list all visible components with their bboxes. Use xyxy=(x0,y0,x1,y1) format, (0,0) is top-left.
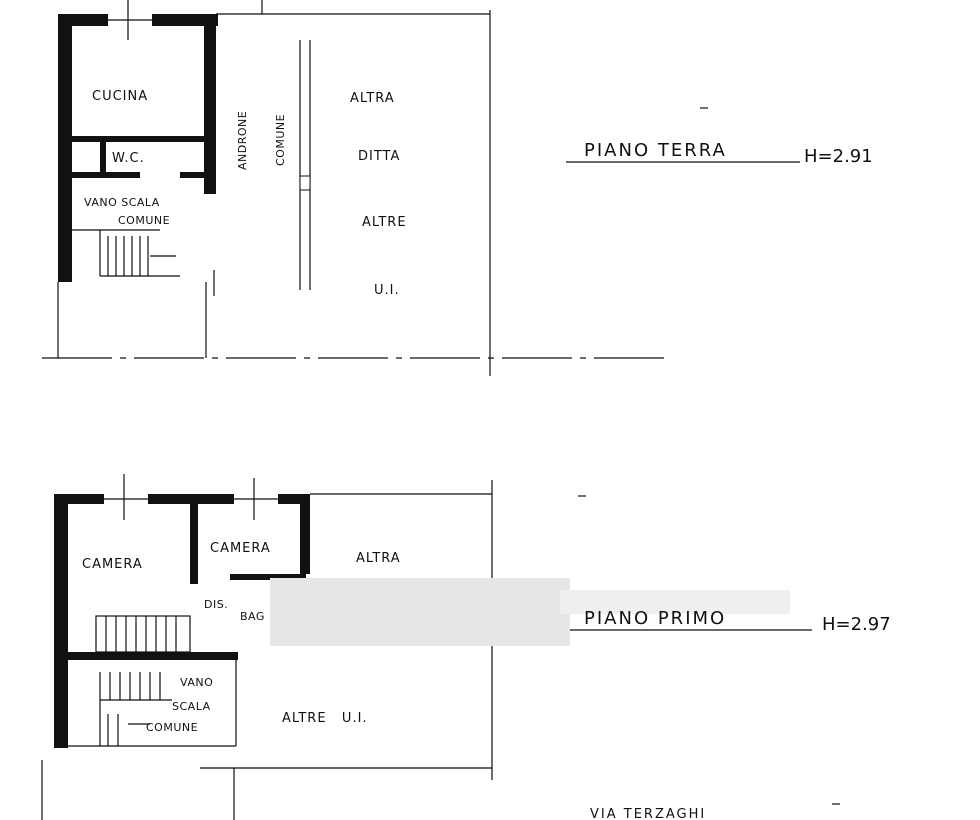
wc-north-wall xyxy=(72,136,208,142)
label-ui: U.I. xyxy=(374,283,400,298)
redaction-blur xyxy=(270,578,570,646)
ground-floor-height: H=2.91 xyxy=(804,146,873,167)
label-first-stair-line2: SCALA xyxy=(172,700,211,713)
ground-east-wall xyxy=(204,14,216,194)
first-floor-title: PIANO PRIMO xyxy=(584,608,726,629)
label-altra-first: ALTRA xyxy=(356,551,401,566)
label-first-stair-line3: COMUNE xyxy=(146,721,198,734)
first-lower-stair xyxy=(99,672,172,746)
first-upper-stair xyxy=(95,615,191,653)
label-first-stair-line1: VANO xyxy=(180,676,213,689)
first-east-wall xyxy=(300,494,310,574)
bagno-north-wall xyxy=(230,574,306,580)
label-stair-line2: COMUNE xyxy=(118,214,170,227)
label-altre-ui-first: ALTRE U.I. xyxy=(282,711,368,726)
wc-west-wall xyxy=(100,140,106,174)
first-floor-height: H=2.97 xyxy=(822,614,891,635)
label-androne-line1: ANDRONE xyxy=(236,111,249,170)
label-bagno: BAG xyxy=(240,610,265,623)
label-dis: DIS. xyxy=(204,598,228,611)
label-cucina: CUCINA xyxy=(92,89,148,104)
first-west-wall xyxy=(54,494,68,748)
label-altra: ALTRA xyxy=(350,91,395,106)
street-name: VIA TERZAGHI xyxy=(590,807,706,820)
label-camera-right: CAMERA xyxy=(210,541,271,556)
label-stair-line1: VANO SCALA xyxy=(84,196,160,209)
first-north-wall xyxy=(54,494,310,504)
ground-stair xyxy=(72,229,180,277)
label-altre: ALTRE xyxy=(362,215,407,230)
first-floor-plan xyxy=(41,474,493,820)
redaction-blur-extension xyxy=(560,590,790,614)
label-ditta: DITTA xyxy=(358,149,400,164)
camera-divider-wall xyxy=(190,504,198,584)
ground-floor-plan xyxy=(42,0,672,376)
stair-north-wall xyxy=(68,652,238,660)
label-wc: W.C. xyxy=(112,151,145,166)
ground-floor-title: PIANO TERRA xyxy=(584,140,727,161)
ground-west-wall xyxy=(58,14,72,282)
label-camera-left: CAMERA xyxy=(82,557,143,572)
label-androne-line2: COMUNE xyxy=(274,114,287,166)
